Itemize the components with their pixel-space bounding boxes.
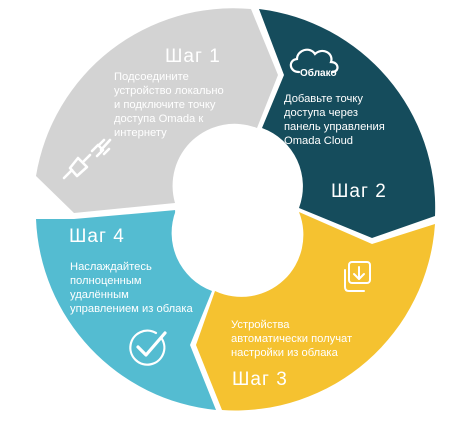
center-circle [175,147,299,271]
step-2-group: Облако Добавьте точку доступа через пане… [284,48,388,202]
step-3-title: Шаг 3 [232,369,288,390]
cloud-icon: Облако [289,48,339,79]
checkmark-circle-icon [129,329,167,366]
step-2-text: Добавьте точку доступа через панель упра… [284,93,388,147]
step-1-title: Шаг 1 [165,46,221,67]
step-3-segment [196,212,435,411]
step-3-text: Устройства автоматически получат настрой… [231,319,355,359]
step-1-segment [36,8,278,213]
step-3-group: Устройства автоматически получат настрой… [231,261,371,390]
cloud-icon-label: Облако [300,67,337,79]
step-4-title: Шаг 4 [69,226,125,247]
step-2-title: Шаг 2 [331,181,387,202]
download-icon [344,261,371,292]
step-2-segment [259,9,436,238]
step-4-text: Наслаждайтесь полноценным удалённым упра… [70,261,193,315]
step-4-segment [36,210,216,410]
step-4-group: Шаг 4 Наслаждайтесь полноценным удалённы… [69,226,193,366]
step-1-group: Шаг 1 Подсоедините устройство локально и… [62,46,227,180]
ethernet-plug-icon [62,138,112,180]
step-1-text: Подсоедините устройство локально и подкл… [114,71,227,139]
